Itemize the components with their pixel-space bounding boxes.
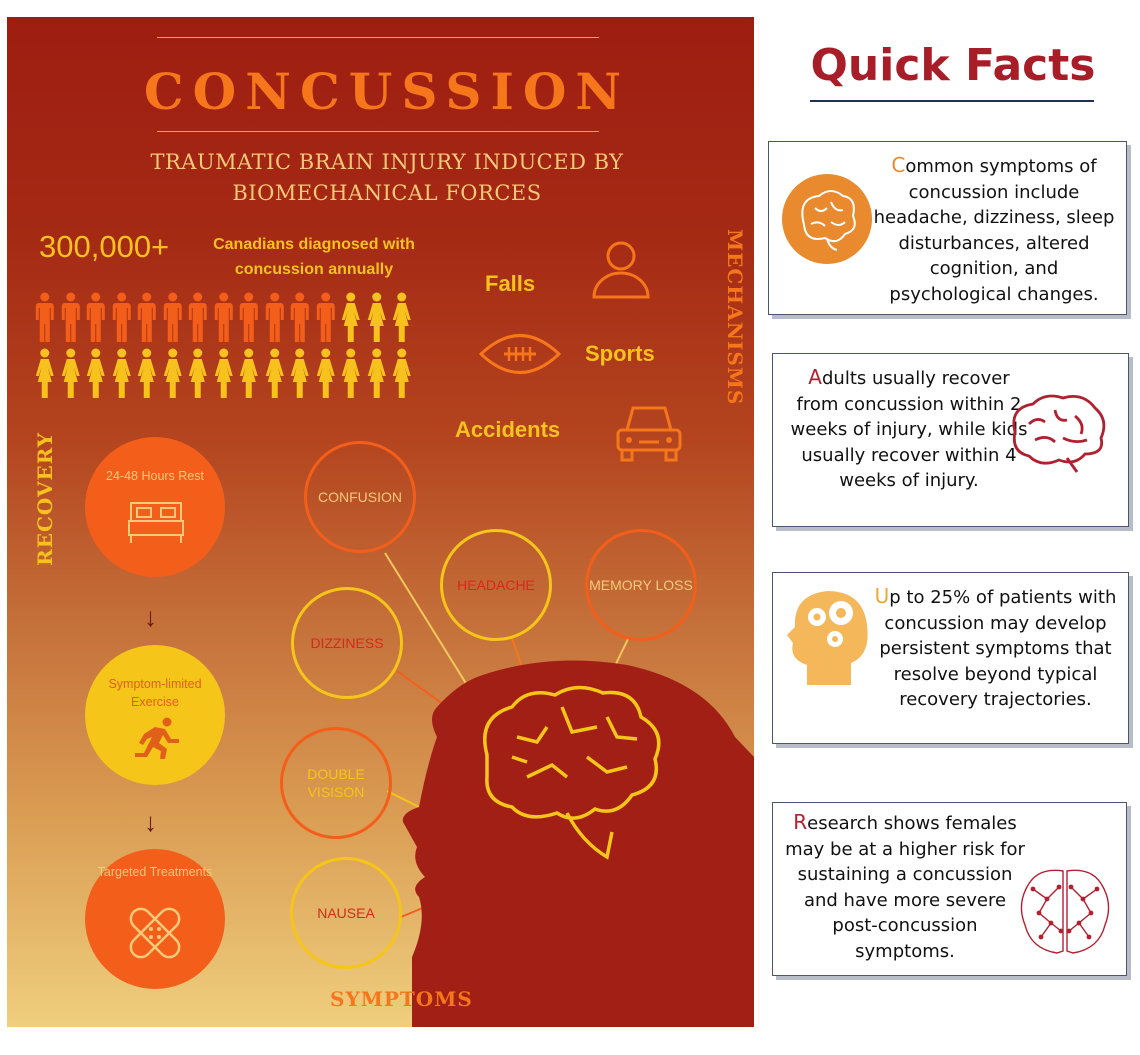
fact-card-persistent-symptoms: Up to 25% of patients with concussion ma… bbox=[772, 572, 1129, 744]
symptom-circle: DIZZINESS bbox=[291, 587, 403, 699]
brain-outline-icon bbox=[1012, 394, 1106, 473]
symptom-label: CONFUSION bbox=[318, 489, 402, 505]
bandage-icon bbox=[129, 907, 181, 959]
symptom-connector-lines bbox=[384, 552, 630, 918]
mechanism-falls-label: Falls bbox=[485, 271, 536, 296]
arrow-down-icon: ↓ bbox=[144, 807, 157, 837]
arrow-down-icon: ↓ bbox=[144, 602, 157, 632]
title-top-rule bbox=[157, 37, 599, 38]
symptom-label: HEADACHE bbox=[457, 577, 535, 593]
quick-facts-underline bbox=[810, 100, 1094, 102]
fact-body: p to 25% of patients with concussion may… bbox=[879, 587, 1117, 710]
football-icon bbox=[478, 334, 562, 374]
brain-outline-icon bbox=[483, 685, 661, 860]
quick-facts-title: Quick Facts bbox=[810, 40, 1096, 91]
mechanisms-heading: MECHANISMS bbox=[723, 229, 747, 406]
mechanism-accidents-label: Accidents bbox=[455, 417, 561, 442]
symptom-label: NAUSEA bbox=[317, 905, 375, 921]
fact-initial: A bbox=[808, 365, 822, 389]
fact-body: dults usually recover from concussion wi… bbox=[790, 368, 1028, 491]
recovery-step-label: 24-48 Hours Rest bbox=[106, 469, 204, 483]
fact-body: ommon symptoms of concussion include hea… bbox=[873, 156, 1115, 305]
fact-body: esearch shows females may be at a higher… bbox=[785, 813, 1025, 962]
bed-icon bbox=[128, 502, 184, 543]
concussion-poster: CONCUSSION TRAUMATIC BRAIN INJURY INDUCE… bbox=[7, 17, 754, 1027]
fact-text: Research shows females may be at a highe… bbox=[781, 810, 1029, 964]
stat-description: Canadians diagnosed with concussion annu… bbox=[213, 236, 415, 278]
fact-card-female-risk: Research shows females may be at a highe… bbox=[772, 802, 1127, 976]
symptom-circle: HEADACHE bbox=[440, 529, 552, 641]
stat-number: 300,000+ bbox=[39, 229, 170, 264]
fact-initial: U bbox=[874, 584, 890, 608]
fact-initial: R bbox=[793, 810, 808, 834]
fact-text: Up to 25% of patients with concussion ma… bbox=[873, 584, 1118, 713]
symptom-label: DIZZINESS bbox=[310, 635, 384, 651]
car-icon bbox=[616, 406, 682, 462]
fact-text: Common symptoms of concussion include he… bbox=[869, 153, 1119, 307]
poster-title: CONCUSSION bbox=[143, 62, 631, 121]
symptom-circle: NAUSEA bbox=[290, 857, 402, 969]
brain-network-icon bbox=[1020, 869, 1110, 954]
poster-subtitle: TRAUMATIC BRAIN INJURY INDUCED BY BIOMEC… bbox=[150, 150, 624, 205]
symptom-circle: DOUBLE VISISON bbox=[280, 727, 392, 839]
runner-icon bbox=[135, 717, 179, 759]
fact-card-symptoms: Common symptoms of concussion include he… bbox=[768, 141, 1127, 315]
recovery-step-exercise: Symptom-limited Exercise bbox=[85, 645, 225, 785]
symptom-label: MEMORY LOSS bbox=[589, 577, 693, 593]
recovery-step-label: Symptom-limited Exercise bbox=[108, 677, 202, 709]
title-bottom-rule bbox=[157, 131, 599, 132]
symptom-circle: MEMORY LOSS bbox=[585, 529, 697, 641]
recovery-step-rest: 24-48 Hours Rest bbox=[85, 437, 225, 577]
brain-circle-icon bbox=[782, 174, 872, 264]
fact-card-recovery-time: Adults usually recover from concussion w… bbox=[772, 353, 1129, 527]
person-icon bbox=[592, 241, 650, 299]
fact-initial: C bbox=[891, 153, 906, 177]
symptoms-heading: SYMPTOMS bbox=[330, 987, 473, 1011]
head-gears-icon bbox=[787, 591, 868, 685]
symptom-label: DOUBLE VISISON bbox=[307, 766, 365, 800]
recovery-step-label: Targeted Treatments bbox=[97, 865, 213, 879]
recovery-step-treatments: Targeted Treatments bbox=[85, 849, 225, 989]
head-silhouette-illustration bbox=[384, 552, 754, 1027]
symptom-circle: CONFUSION bbox=[304, 441, 416, 553]
fact-text: Adults usually recover from concussion w… bbox=[789, 365, 1029, 494]
mechanism-sports-label: Sports bbox=[585, 341, 655, 366]
